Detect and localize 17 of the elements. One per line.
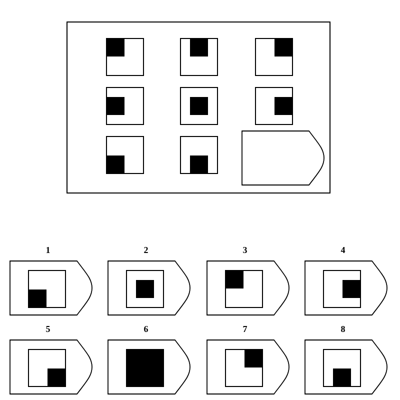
node-label: 4 <box>340 247 346 253</box>
node-label: 1 <box>46 247 50 253</box>
answer-option: 4 <box>304 247 388 316</box>
empty-answer-slot <box>242 130 324 186</box>
answer-option: 7 <box>206 326 290 394</box>
answer-option: 8 <box>304 326 388 394</box>
node-label: 2 <box>144 247 148 253</box>
node-label: 6 <box>144 326 148 332</box>
answer-option: 2 <box>108 247 190 316</box>
node-label: 5 <box>46 326 50 332</box>
node-label: 3 <box>243 246 247 254</box>
answer-option: 6 <box>108 326 190 394</box>
answer-option: 1 <box>10 247 92 316</box>
node-label: 8 <box>341 326 345 332</box>
answer-option: 5 <box>10 326 92 394</box>
node-label: 7 <box>243 326 248 332</box>
answer-option: 3 <box>206 246 290 316</box>
